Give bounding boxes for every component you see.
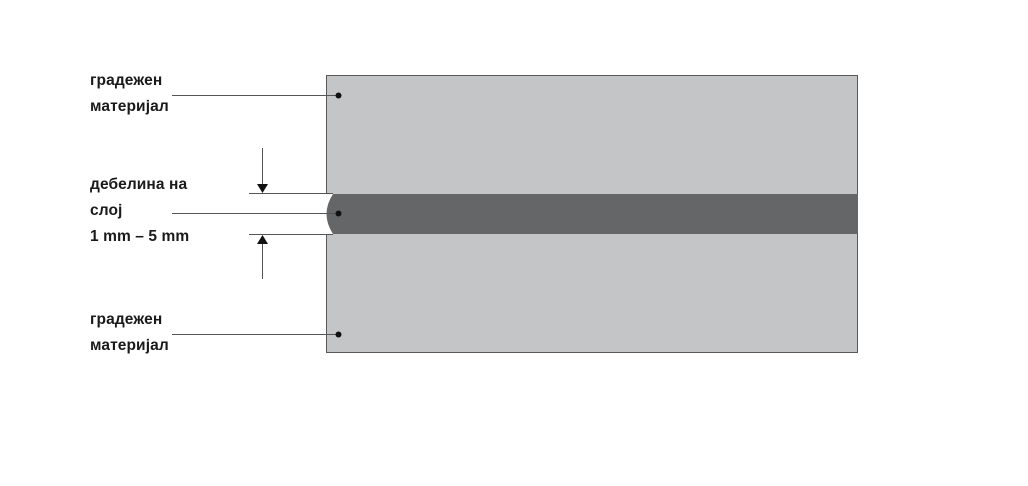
label-layer-line2: слој: [90, 202, 123, 219]
leader-dot-top-material: [335, 92, 342, 99]
adhesive-layer: [326, 194, 858, 234]
leader-dot-bottom-material: [335, 331, 342, 338]
label-bottom-material-line2: материјал: [90, 337, 169, 354]
label-top-material-line1: градежен: [90, 72, 163, 89]
label-layer-line1: дебелина на: [90, 176, 188, 193]
label-layer-line3: 1 mm – 5 mm: [90, 228, 190, 245]
label-layer-thickness: дебелина на слој 1 mm – 5 mm: [90, 172, 189, 250]
arrow-up-icon: [257, 235, 268, 244]
leader-dot-layer: [335, 210, 342, 217]
arrow-down-icon: [257, 184, 268, 193]
label-top-material: градежен материјал: [90, 68, 169, 120]
label-bottom-material: градежен материјал: [90, 307, 169, 359]
label-bottom-material-line1: градежен: [90, 311, 163, 328]
label-top-material-line2: материјал: [90, 98, 169, 115]
